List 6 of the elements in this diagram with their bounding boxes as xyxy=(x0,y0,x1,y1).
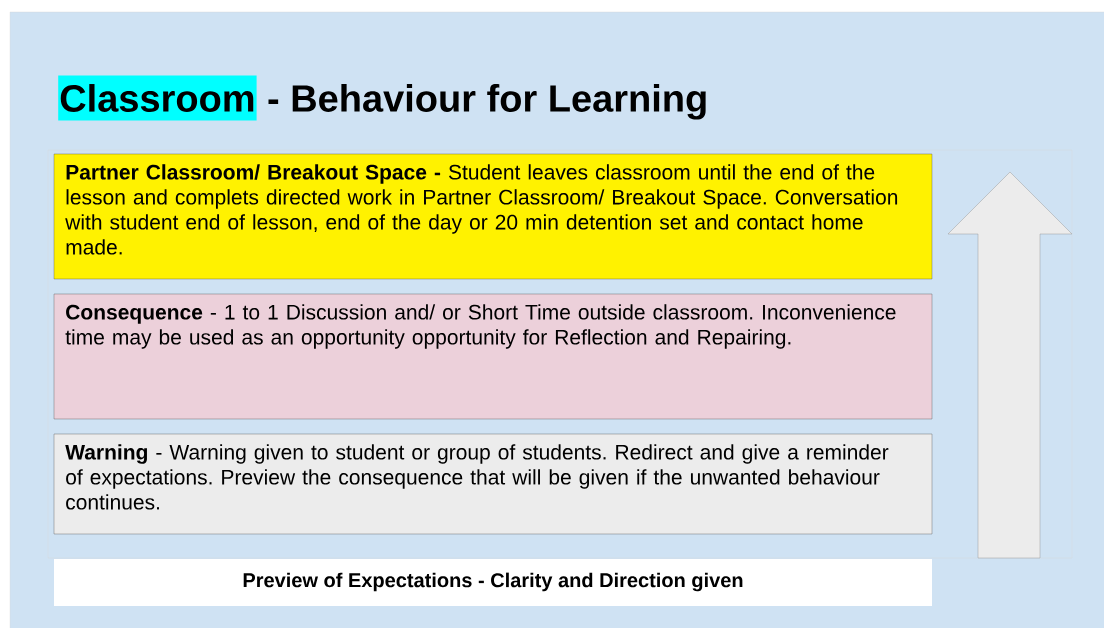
level-box: Consequence - 1 to 1 Discussion and/ or Short Time outside classroom. Inconvenience time may be used as an opportunity opportunity for Reflection and Repairing. xyxy=(53,293,933,420)
level-box: Partner Classroom/ Breakout Space - Student leaves classroom until the end of the lesson and complets directed work in Partner Classroom/ Breakout Space. Conversation with student end of lesson, end of the day or 20 min detention set and contact home made. xyxy=(53,153,933,280)
level-box: Warning - Warning given to student or group of students. Redirect and give a reminder of expectations. Preview the consequence that will be given if the unwanted behaviour continues. xyxy=(53,433,933,535)
title-text: - Behaviour for Learning xyxy=(268,84,706,120)
footer-box: Preview of Expectations - Clarity and Direction given xyxy=(54,559,932,606)
highlighted-word: Classroom xyxy=(58,75,257,121)
